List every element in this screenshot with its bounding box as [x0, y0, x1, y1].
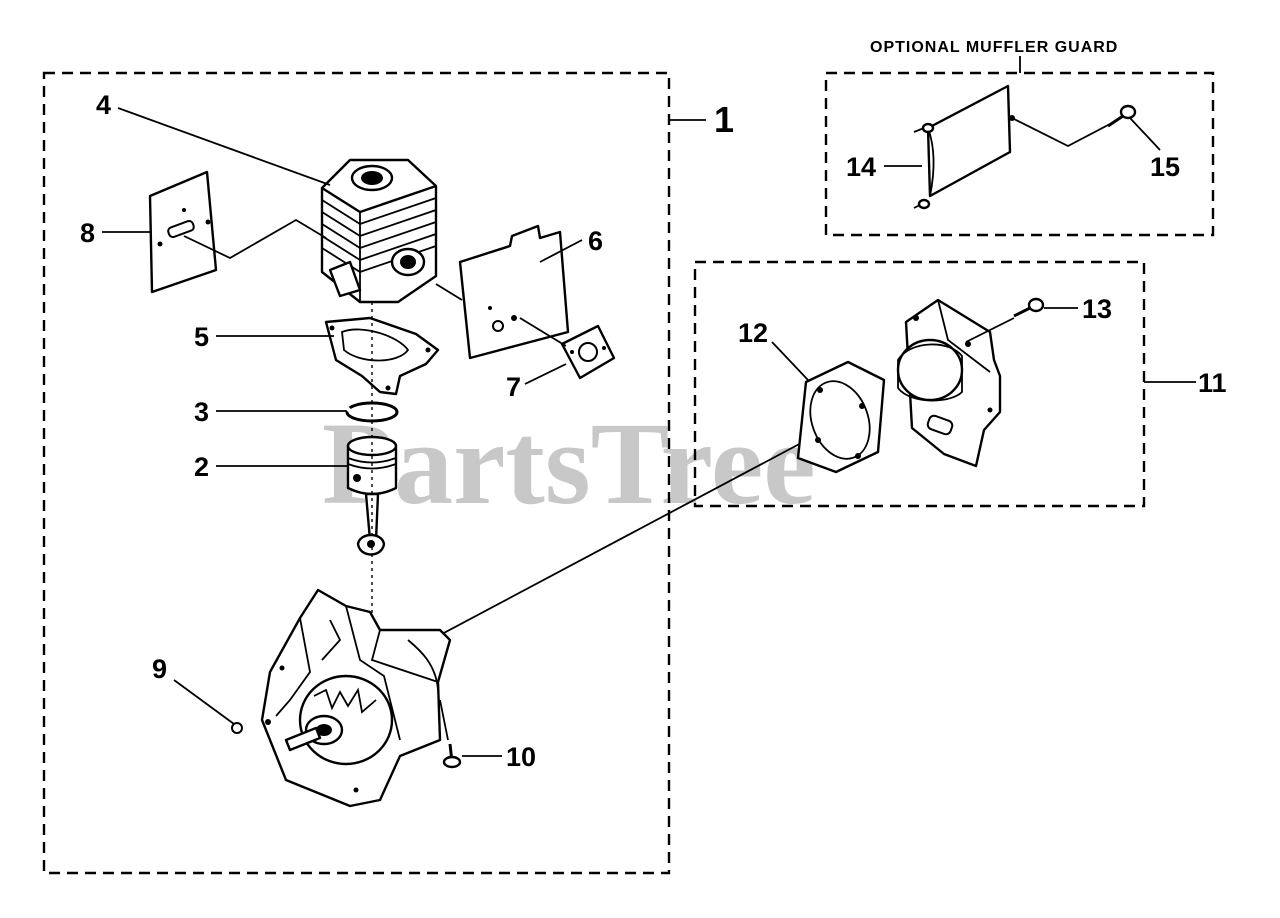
callout-2: 2	[194, 452, 209, 482]
muffler-gasket-part	[796, 360, 886, 474]
screw-13-part	[1013, 297, 1045, 318]
callout-8: 8	[80, 218, 95, 248]
callout-14: 14	[846, 152, 876, 182]
crankcase-muffler-leader	[424, 432, 821, 644]
callout-9: 9	[152, 654, 167, 684]
base-gasket-part	[324, 316, 440, 396]
muffler-guard-box	[824, 71, 1215, 237]
leader-7	[524, 363, 567, 385]
muffler-screw-axis	[965, 317, 1015, 343]
muffler-assembly-box	[693, 260, 1146, 508]
leader-12	[771, 341, 809, 381]
exhaust-gasket-part	[458, 224, 570, 360]
screw-15-part	[1107, 104, 1137, 128]
leader-6b	[435, 283, 567, 347]
callout-6: 6	[588, 226, 603, 256]
small-gasket-part	[560, 324, 616, 380]
callout-3: 3	[194, 397, 209, 427]
callout-1: 1	[714, 99, 734, 140]
callout-12: 12	[738, 318, 768, 348]
callout-10: 10	[506, 742, 536, 772]
callout-5: 5	[194, 322, 209, 352]
leader-9	[173, 679, 235, 725]
cylinder-part	[320, 158, 438, 304]
leader-6	[539, 239, 583, 263]
crankcase-part	[260, 588, 452, 808]
callout-4: 4	[96, 90, 111, 120]
screw-10-axis	[439, 699, 449, 741]
guard-screw-leader	[1011, 117, 1111, 148]
leader-8	[102, 218, 327, 260]
callout-7: 7	[506, 372, 521, 402]
leader-15	[1129, 117, 1161, 151]
callout-13: 13	[1082, 294, 1112, 324]
intake-gasket-part	[148, 170, 218, 294]
leader-4	[117, 107, 331, 186]
callout-15: 15	[1150, 152, 1180, 182]
callout-11: 11	[1198, 368, 1227, 398]
optional-muffler-guard-label: OPTIONAL MUFFLER GUARD	[870, 39, 1118, 56]
engine-assembly-box	[42, 71, 671, 875]
pin-9-part	[231, 722, 243, 734]
muffler-guard-part	[913, 84, 1015, 210]
screw-10-part	[442, 743, 462, 769]
muffler-part	[896, 298, 1002, 468]
